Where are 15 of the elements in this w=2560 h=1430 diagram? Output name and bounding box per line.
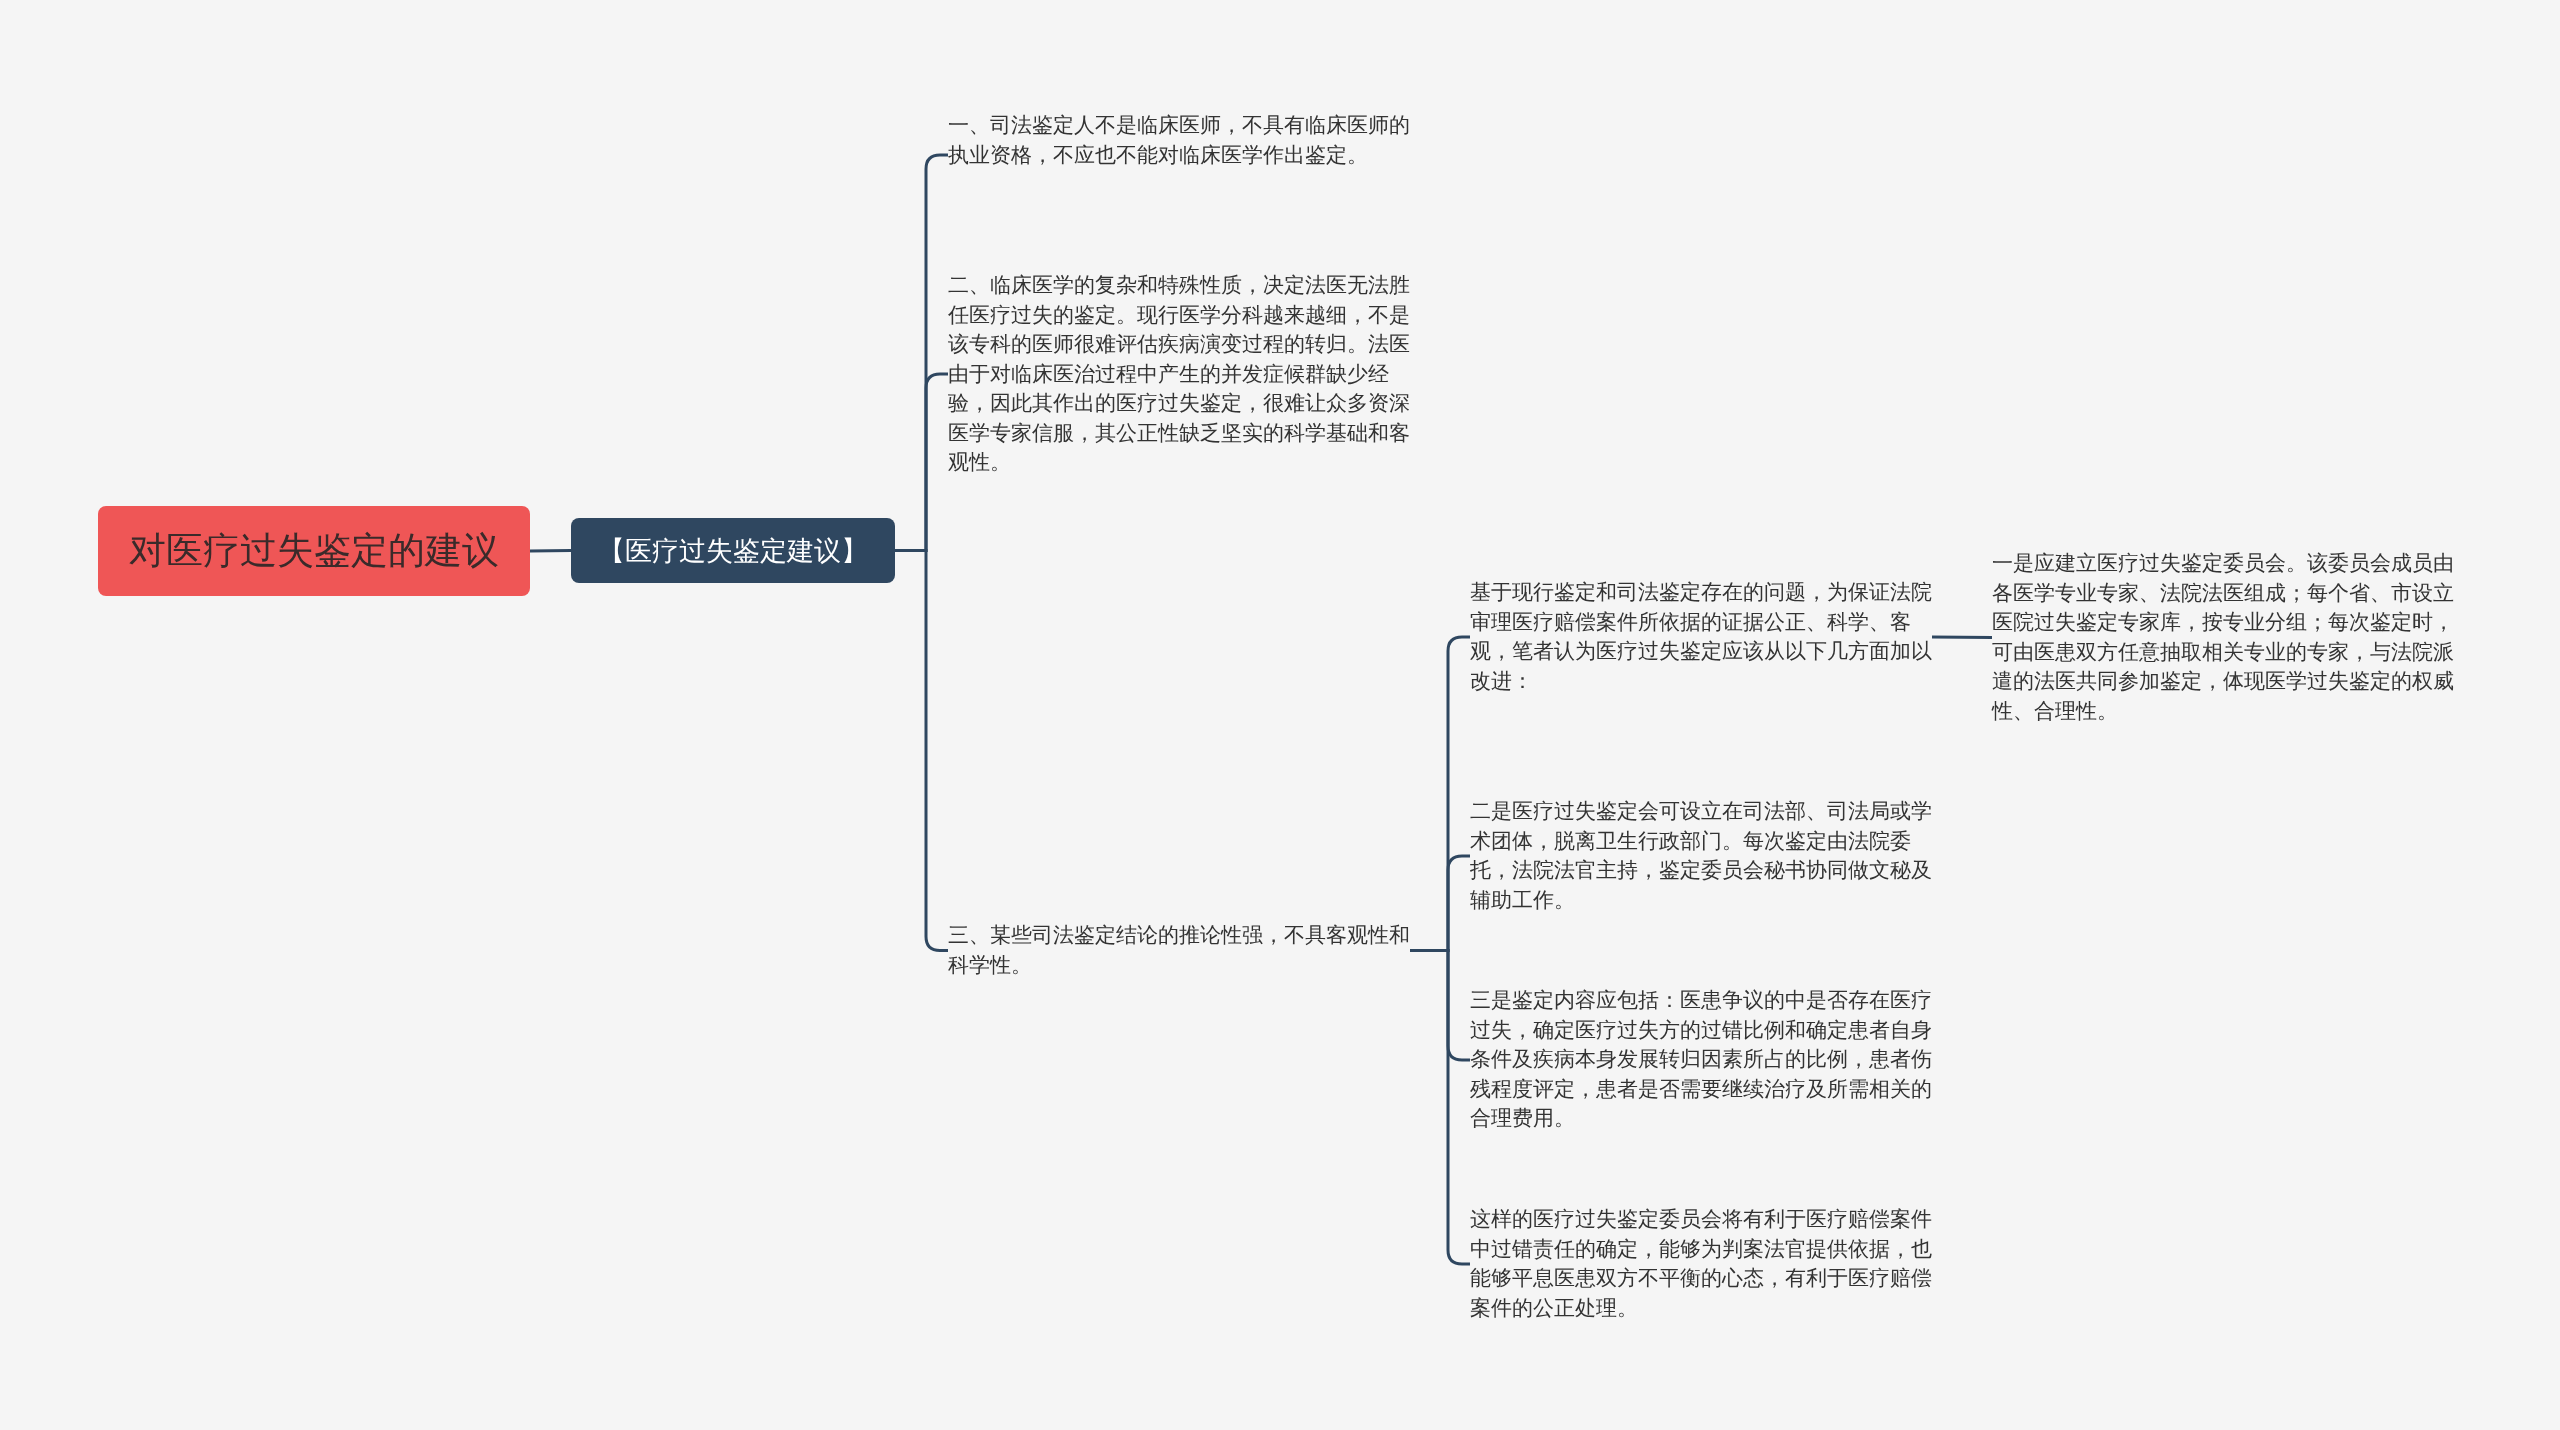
branch-text: 三、某些司法鉴定结论的推论性强，不具客观性和科学性。 [948,922,1410,979]
branch-text: 这样的医疗过失鉴定委员会将有利于医疗赔偿案件中过错责任的确定，能够为判案法官提供依据，也能够平息医患双方不平衡的心态，有利于医疗赔偿案件的公正处理。 [1470,1206,1932,1322]
branch-text: 一、司法鉴定人不是临床医师，不具有临床医师的执业资格，不应也不能对临床医学作出鉴定。 [948,112,1410,169]
topic-box [98,506,530,596]
node-label: 对医疗过失鉴定的建议 [129,528,499,574]
connector-line [1932,635,1992,639]
branch-text: 基于现行鉴定和司法鉴定存在的问题，为保证法院审理医疗赔偿案件所依据的证据公正、科学、客观，笔者认为医疗过失鉴定应该从以下几方面加以改进： [1470,579,1932,695]
branch-text: 二是医疗过失鉴定会可设立在司法部、司法局或学术团体，脱离卫生行政部门。每次鉴定由法院委托，法院法官主持，鉴定委员会秘书协同做文秘及辅助工作。 [1470,798,1932,914]
branch-text: 一是应建立医疗过失鉴定委员会。该委员会成员由各医学专业专家、法院法医组成；每个省、市设立医院过失鉴定专家库，按专业分组；每次鉴定时，可由医患双方任意抽取相关专业的专家，与法院派遣的法医共同参加鉴定，体现医学过失鉴定的权威性、合理性。 [1992,550,2454,725]
node-label: 【医疗过失鉴定建议】 [598,533,868,568]
subtopic-box [571,518,895,583]
branch-text: 二、临床医学的复杂和特殊性质，决定法医无法胜任医疗过失的鉴定。现行医学分科越来越细，不是该专科的医师很难评估疾病演变过程的转归。法医由于对临床医治过程中产生的并发症候群缺少经验，因此其作出的医疗过失鉴定，很难让众多资深医学专家信服，其公正性缺乏坚实的科学基础和客观性。 [948,272,1410,476]
connector-line [895,549,948,952]
connector-line [529,549,572,553]
branch-text: 三是鉴定内容应包括：医患争议的中是否存在医疗过失，确定医疗过失方的过错比例和确定患者自身条件及疾病本身发展转归因素所占的比例，患者伤残程度评定，患者是否需要继续治疗及所需相关的合理费用。 [1470,987,1932,1132]
